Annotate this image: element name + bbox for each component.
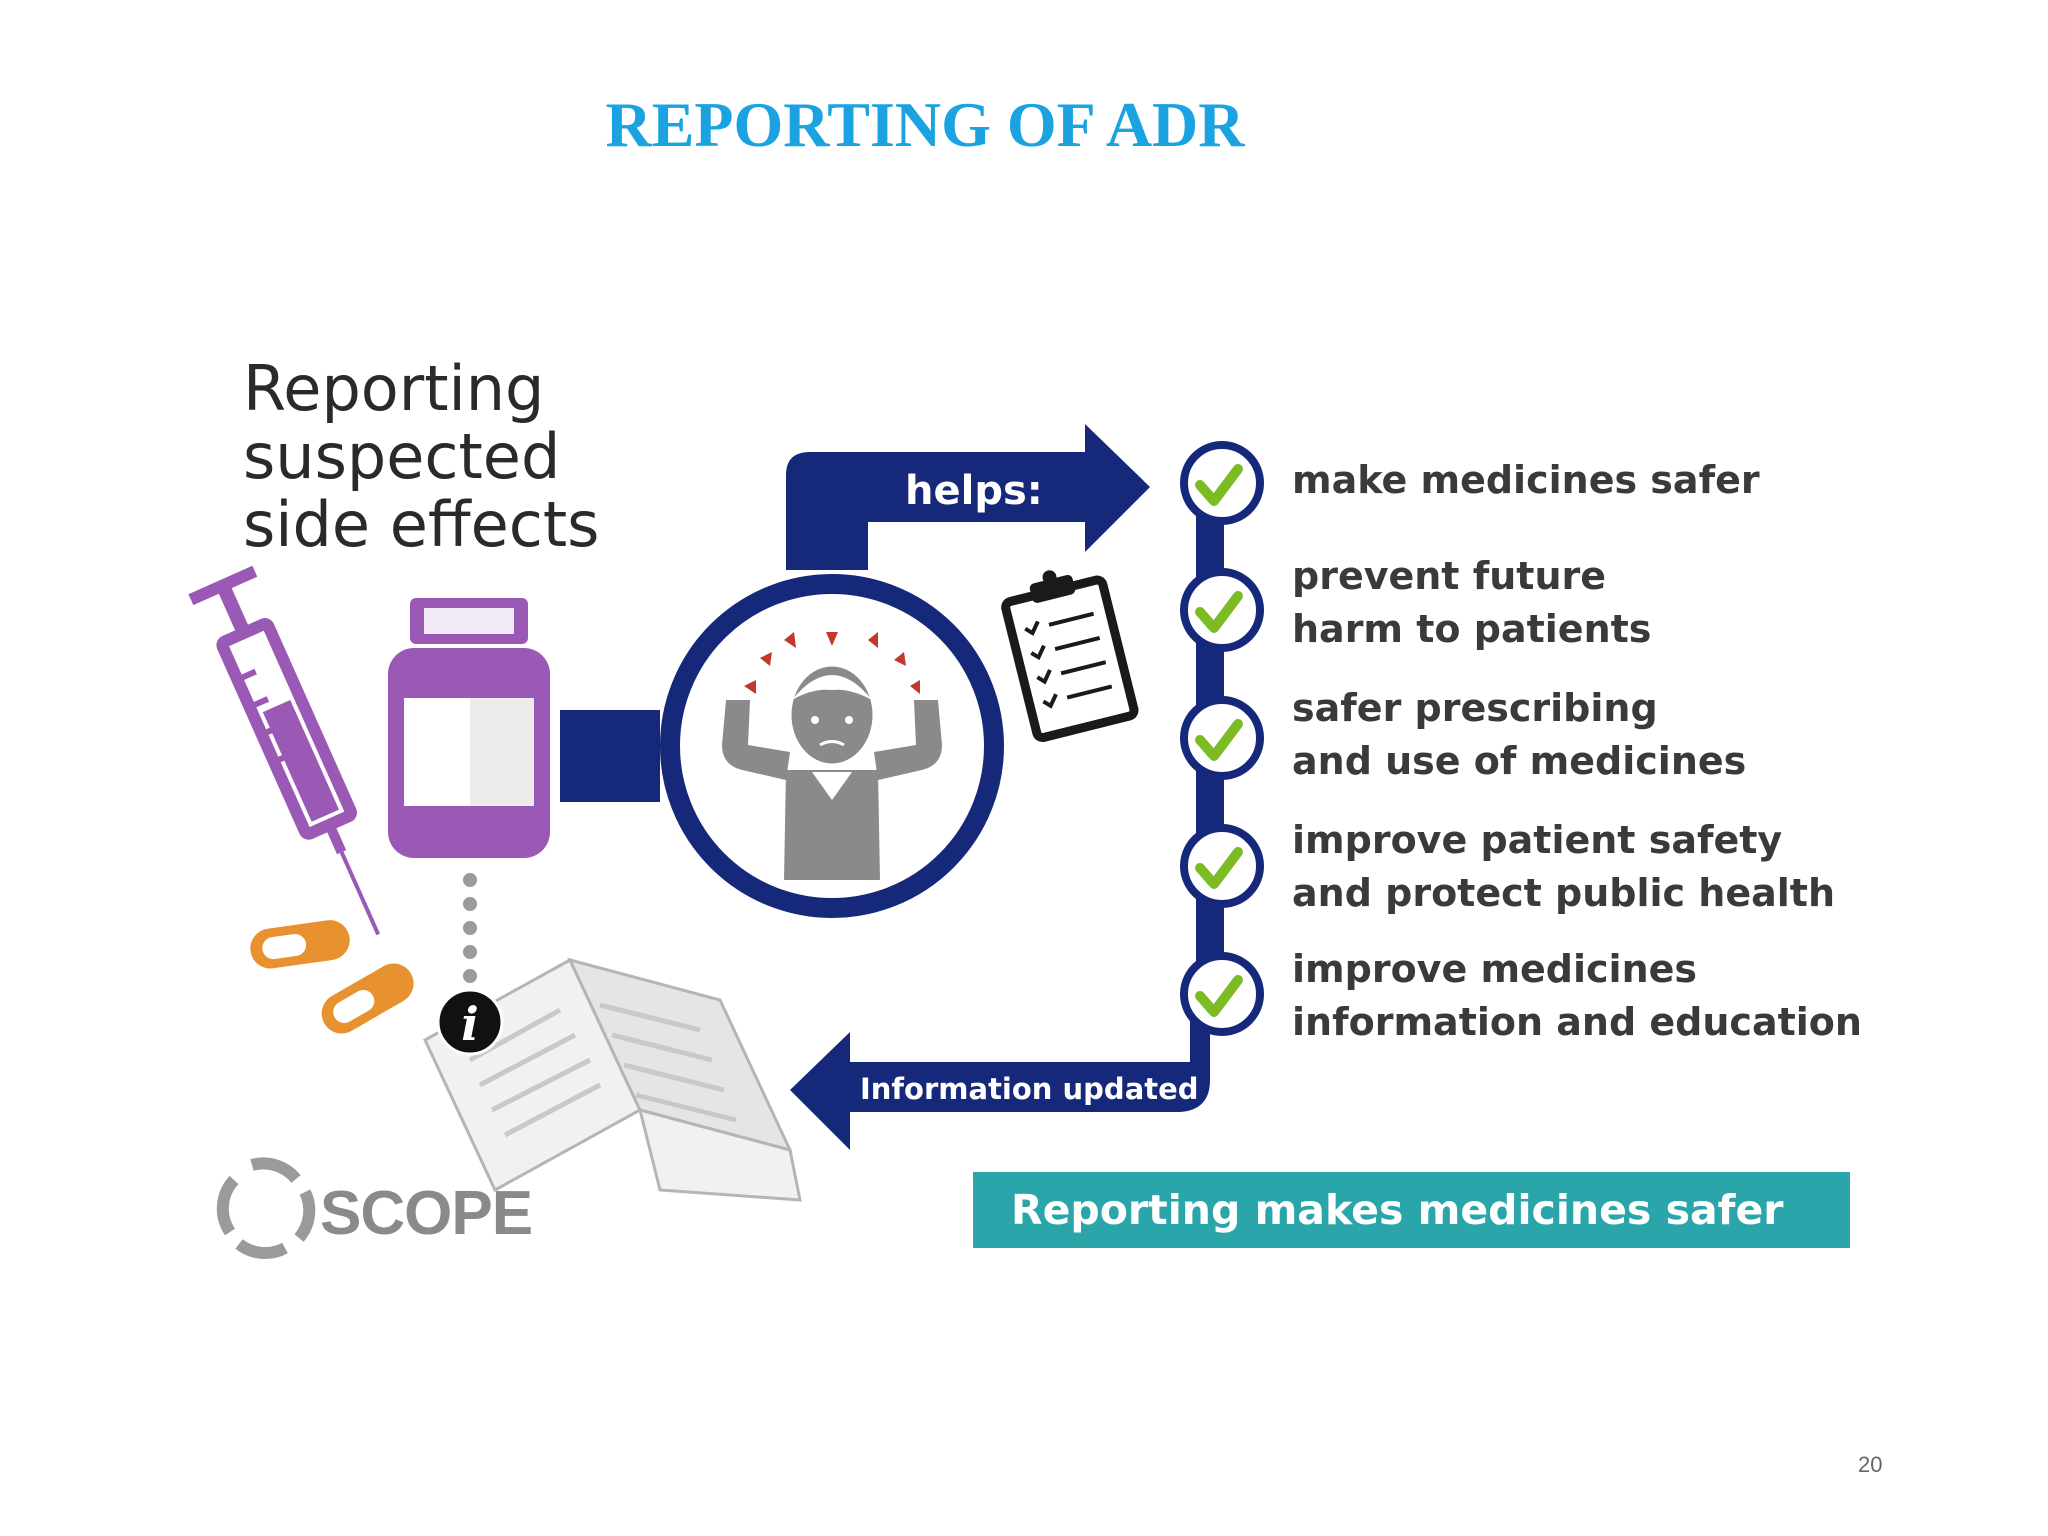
benefit-line: make medicines safer: [1292, 458, 1760, 502]
benefit-line: safer prescribing: [1292, 686, 1658, 730]
checkmark-icon: [1180, 696, 1264, 780]
connector-block: [560, 710, 660, 802]
capsule-icon: [250, 920, 350, 969]
benefit-line: and protect public health: [1292, 871, 1836, 915]
clipboard-checklist-icon: [1001, 570, 1139, 743]
reporting-banner: Reporting makes medicines safer: [973, 1172, 1850, 1248]
dotted-connector: [463, 873, 477, 983]
banner-text: Reporting makes medicines safer: [1011, 1186, 1784, 1234]
medicine-bottle-icon: [388, 598, 550, 858]
headline-line: side effects: [243, 488, 600, 561]
leaflet-icon: [423, 957, 802, 1202]
information-icon: i: [436, 988, 504, 1056]
checkmark-icon: [1180, 568, 1264, 652]
helps-arrow: [786, 424, 1150, 570]
capsule-icon: [321, 963, 414, 1034]
checkmark-icon: [1180, 441, 1264, 525]
benefit-prevent-future-harm: prevent future harm to patients: [1292, 550, 1651, 656]
page-number: 20: [1858, 1452, 1883, 1477]
benefit-make-medicines-safer: make medicines safer: [1292, 454, 1760, 507]
benefit-safer-prescribing: safer prescribing and use of medicines: [1292, 682, 1746, 788]
benefit-line: and use of medicines: [1292, 739, 1747, 783]
benefit-improve-patient-safety: improve patient safety and protect publi…: [1292, 814, 1835, 920]
slide-title: REPORTING OF ADR: [605, 89, 1245, 160]
headline-line: Reporting: [243, 352, 545, 425]
checkmark-icon: [1180, 952, 1264, 1036]
benefit-line: information and education: [1292, 1000, 1862, 1044]
check-circles: [1180, 441, 1264, 1036]
information-updated-label: Information updated: [860, 1072, 1199, 1106]
benefit-improve-medicines-information: improve medicines information and educat…: [1292, 943, 1862, 1049]
syringe-icon: [188, 565, 381, 936]
checkmark-icon: [1180, 824, 1264, 908]
helps-label: helps:: [905, 468, 1043, 514]
patient-distress-icon: [660, 574, 1004, 918]
benefit-line: harm to patients: [1292, 607, 1652, 651]
headline-line: suspected: [243, 420, 561, 493]
benefit-line: improve patient safety: [1292, 818, 1783, 862]
benefit-line: improve medicines: [1292, 947, 1698, 991]
svg-text:i: i: [461, 997, 478, 1051]
benefit-line: prevent future: [1292, 554, 1607, 598]
scope-logo-text: SCOPE: [320, 1179, 533, 1248]
scope-logo-icon: [216, 1157, 316, 1260]
